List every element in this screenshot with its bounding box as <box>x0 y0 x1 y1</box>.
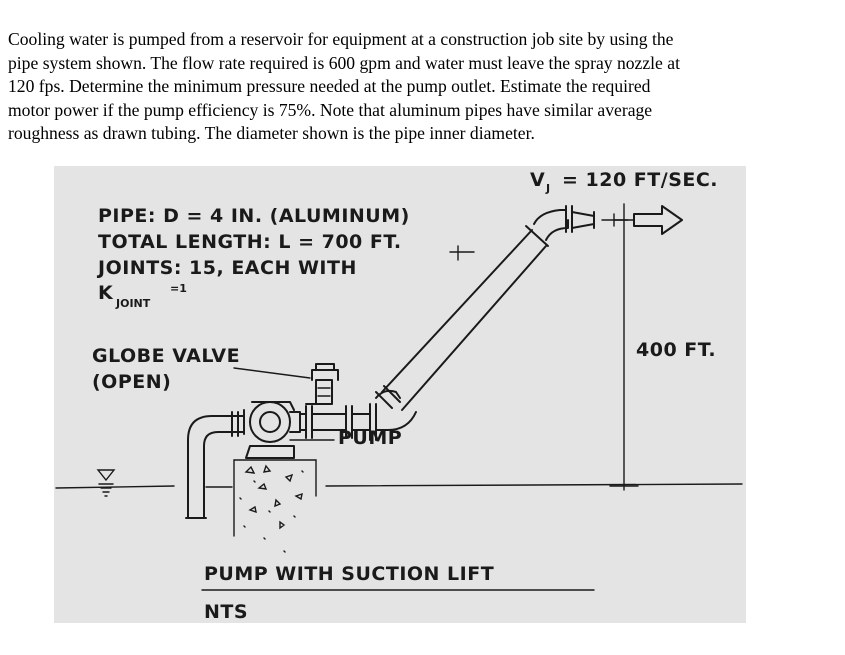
globe-valve <box>233 363 339 405</box>
scale-note: NTS <box>204 601 248 623</box>
pump-system-diagram: V J = 120 FT/SEC. PIPE: D = 4 IN. (ALUMI… <box>55 169 743 623</box>
pipe-spec-line: PIPE: D = 4 IN. (ALUMINUM) <box>98 205 410 227</box>
pump-system-figure: V J = 120 FT/SEC. PIPE: D = 4 IN. (ALUMI… <box>54 166 746 623</box>
problem-line: Cooling water is pumped from a reservoir… <box>8 29 674 49</box>
pump <box>243 401 335 459</box>
valve-label: GLOBE VALVE <box>92 345 240 367</box>
spray-nozzle <box>533 205 629 241</box>
velocity-value: = 120 FT/SEC. <box>562 169 718 191</box>
concrete-pad <box>233 459 317 553</box>
problem-line: pipe system shown. The flow rate require… <box>8 52 680 73</box>
inclined-pipe <box>375 225 549 411</box>
valve-state-label: (OPEN) <box>92 371 171 393</box>
water-surface <box>55 483 743 489</box>
pipe-length-line: TOTAL LENGTH: L = 700 FT. <box>98 231 402 253</box>
discharge-pipe <box>299 389 417 441</box>
height-dimension <box>449 203 639 491</box>
height-label: 400 FT. <box>636 339 716 361</box>
problem-line: 120 fps. Determine the minimum pressure … <box>8 76 651 96</box>
water-level-symbol <box>96 469 116 497</box>
pump-label: PUMP <box>338 427 402 449</box>
velocity-symbol: V <box>530 169 545 191</box>
problem-line: roughness as drawn tubing. The diameter … <box>8 123 535 143</box>
suction-pipe <box>185 411 245 519</box>
figure-caption: PUMP WITH SUCTION LIFT <box>204 563 494 585</box>
jet-arrow-icon <box>633 205 683 235</box>
k-subscript: JOINT <box>115 297 151 310</box>
velocity-subscript: J <box>545 182 550 195</box>
k-value: =1 <box>170 282 187 295</box>
joints-line: JOINTS: 15, EACH WITH <box>96 257 357 279</box>
k-symbol: K <box>98 282 114 304</box>
problem-statement: Cooling water is pumped from a reservoir… <box>8 28 808 146</box>
problem-line: motor power if the pump efficiency is 75… <box>8 99 653 120</box>
